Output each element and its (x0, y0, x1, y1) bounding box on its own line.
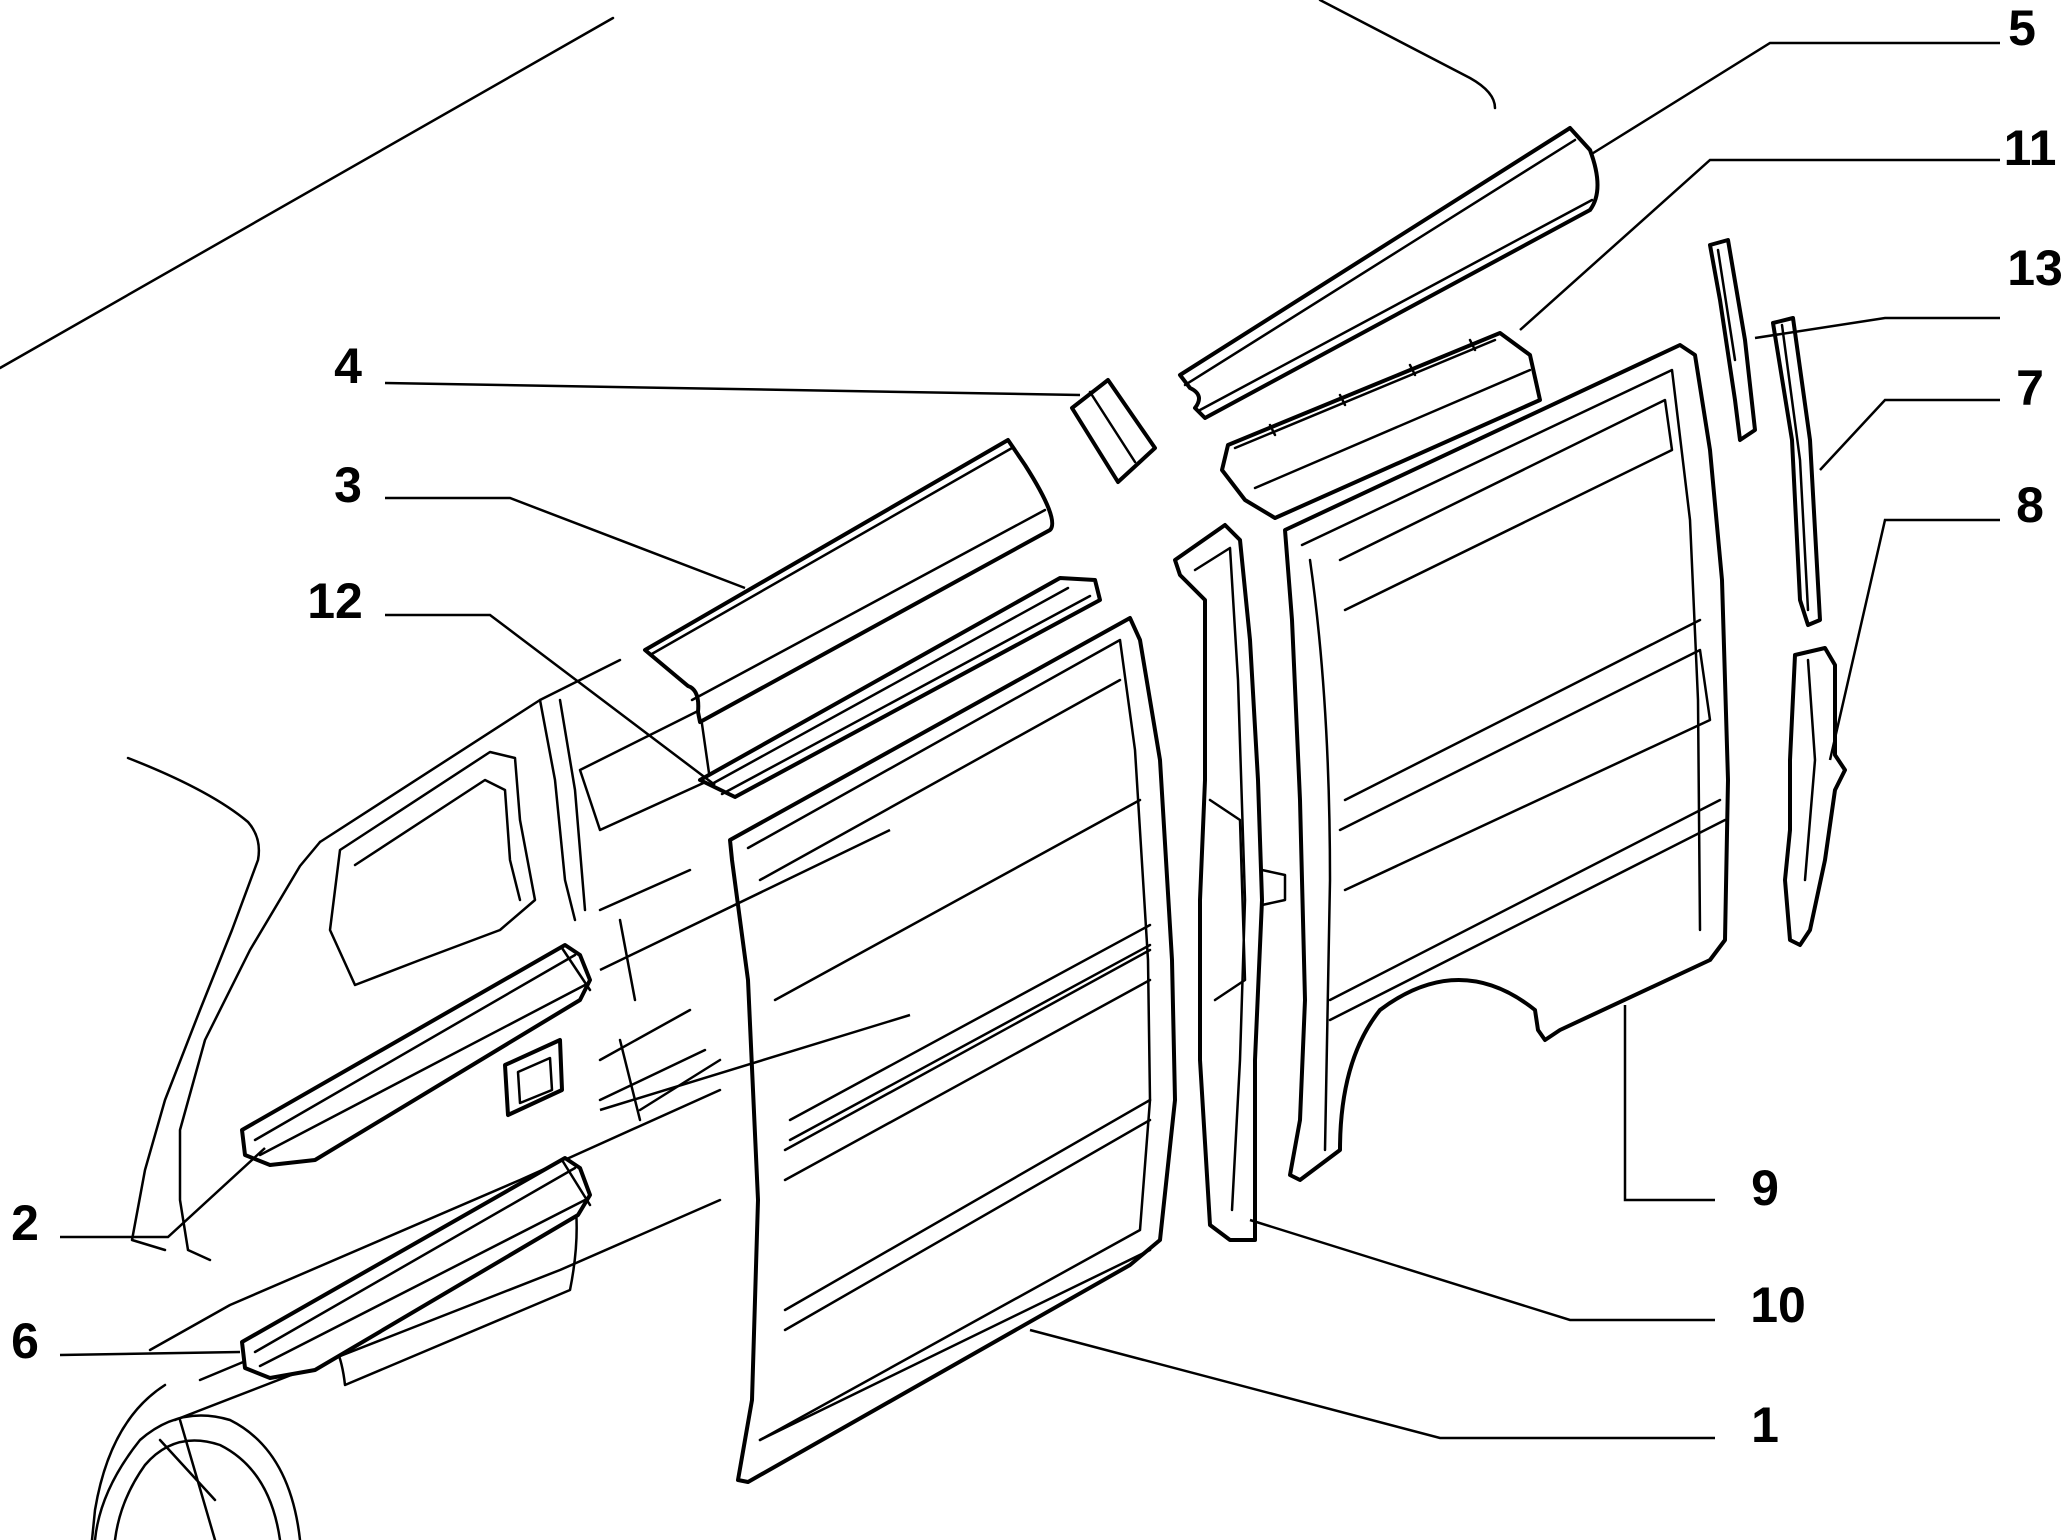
leader-lines (59, 41, 2000, 1440)
part-9-rear-quarter-panel (1283, 343, 1730, 1182)
callout-8: 8 (2016, 477, 2044, 533)
part-6-runner-lower (240, 1156, 592, 1380)
callout-9: 9 (1751, 1160, 1779, 1216)
callout-12: 12 (307, 573, 363, 629)
part-10-pillar (1173, 523, 1287, 1242)
callout-2: 2 (11, 1195, 39, 1251)
part-4-connector-bracket (1070, 378, 1157, 484)
part-5-roof-rail-rear (1178, 126, 1600, 420)
callout-labels: 5 11 13 7 8 4 3 12 2 6 9 10 1 (11, 0, 2063, 1453)
callout-10: 10 (1750, 1277, 1806, 1333)
callout-11: 11 (2004, 120, 2057, 176)
callout-3: 3 (334, 457, 362, 513)
part-3-roof-rail-front (643, 438, 1055, 724)
part-13-pillar-strip (1708, 238, 1757, 442)
callout-6: 6 (11, 1313, 39, 1369)
part-8-lower-bracket (1783, 646, 1847, 947)
callout-1: 1 (1751, 1397, 1779, 1453)
callout-4: 4 (334, 338, 362, 394)
part-7-rear-pillar-strip (1771, 316, 1822, 627)
callout-13: 13 (2007, 240, 2063, 296)
callout-5: 5 (2008, 0, 2036, 56)
part-12-roof-reinforcement (698, 576, 1102, 799)
part-11-roof-reinforcement (1220, 331, 1542, 520)
callout-7: 7 (2016, 360, 2044, 416)
part-1-sliding-door-panel (728, 616, 1177, 1484)
part-2-runner-upper (240, 943, 592, 1167)
